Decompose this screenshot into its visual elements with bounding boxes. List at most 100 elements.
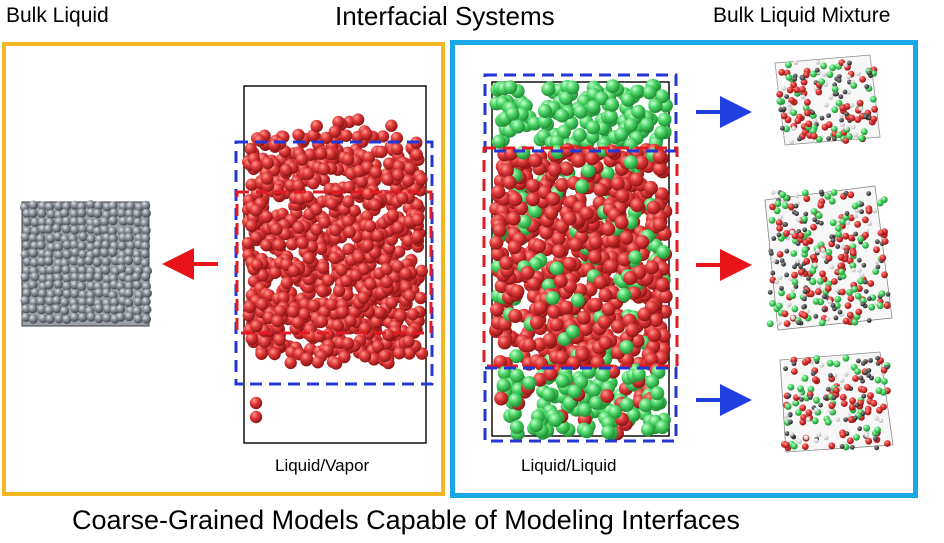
red-bead [273,333,286,346]
mixture-bead [812,376,819,383]
mixture-bead [818,220,824,226]
green-bead [657,112,672,127]
red-bead [328,251,341,265]
mixed-bead [617,287,632,302]
mixture-bead [818,319,826,327]
grey-bead [44,280,54,290]
grey-bead [125,216,135,226]
grey-bead [78,224,88,234]
green-bead [573,104,588,119]
grey-bead [126,241,136,251]
mixed-bead [528,204,543,219]
grey-bead [70,289,80,299]
grey-bead [36,296,46,307]
mixed-bead [559,300,574,315]
mixture-bead [815,59,821,65]
mixture-bead [880,403,887,411]
red-bead [310,223,323,236]
mixed-bead [546,192,561,206]
mixture-bead [884,364,890,370]
mixture-bead [863,114,868,120]
grey-bead [54,250,64,260]
green-bead [623,118,638,133]
mixture-bead [781,85,787,91]
mixture-bead [828,402,836,410]
grey-bead [78,273,88,283]
mixture-bead [795,409,802,416]
red-bead [402,174,415,188]
mixture-bead [827,299,832,305]
blue-dashed-top-region [483,73,678,153]
grey-bead [37,208,47,218]
mixture-bead [859,209,864,215]
mixture-bead [821,294,827,299]
green-bead [587,383,601,397]
mixed-bead [579,206,594,221]
mixture-bead [833,315,839,321]
grey-bead [44,250,54,260]
mixture-bead [797,136,802,142]
mixed-bead [585,151,600,166]
mixture-bead [852,375,859,382]
mixture-bead [801,374,809,382]
green-bead [594,91,609,106]
mixed-bead [583,282,598,297]
red-bead [405,325,418,339]
mixture-bead [791,125,797,131]
grey-bead [78,304,88,315]
red-bead [316,261,330,274]
grey-bead [52,223,62,234]
mixture-bead [854,292,862,300]
mixture-bead [790,81,797,89]
grey-bead [77,265,88,275]
mixture-bead [860,301,866,307]
red-bead [369,166,382,179]
mixture-bead [851,202,859,210]
mixed-bead [553,274,568,289]
grey-bead [76,217,87,227]
mixture-bead [805,417,811,422]
red-bead [311,356,324,369]
green-bead [541,387,556,402]
grey-bead [134,290,144,300]
grey-bead [69,209,79,219]
grey-bead [108,201,118,211]
mixture-bead [815,88,823,96]
mixture-bead [816,278,824,285]
red-bead [370,316,383,329]
mixture-bead [775,219,783,227]
mixture-bead [869,95,877,103]
red-bead [364,278,377,291]
grey-bead [38,266,49,276]
mixture-bead [796,392,802,398]
mixture-bead [853,213,859,219]
mixture-bead [810,208,818,215]
mixture-bead [793,86,801,94]
green-bead [543,366,558,381]
red-bead [316,284,329,298]
grey-bead [60,208,70,218]
mixture-bead [826,71,834,78]
mixture-bead [849,262,857,270]
mixed-bead [610,176,625,191]
red-bead [391,168,405,182]
grey-bead [77,241,87,251]
mixture-bead [815,248,820,254]
mixture-bead [853,132,858,138]
red-bead [284,356,297,370]
red-bead [402,335,415,348]
mixture-bead [780,112,788,120]
mixture-bead [783,413,789,419]
grey-bead [101,240,111,250]
green-bead [529,418,544,433]
grey-bead [53,242,64,252]
mixture-bead [875,387,883,395]
grey-bead [93,240,103,250]
green-bead [577,402,592,417]
grey-bead [141,281,151,291]
mixture-bead [863,424,870,432]
mixture-bead [873,246,880,254]
mixture-bead [861,262,867,268]
red-bead [272,238,285,252]
red-bead [342,215,355,228]
